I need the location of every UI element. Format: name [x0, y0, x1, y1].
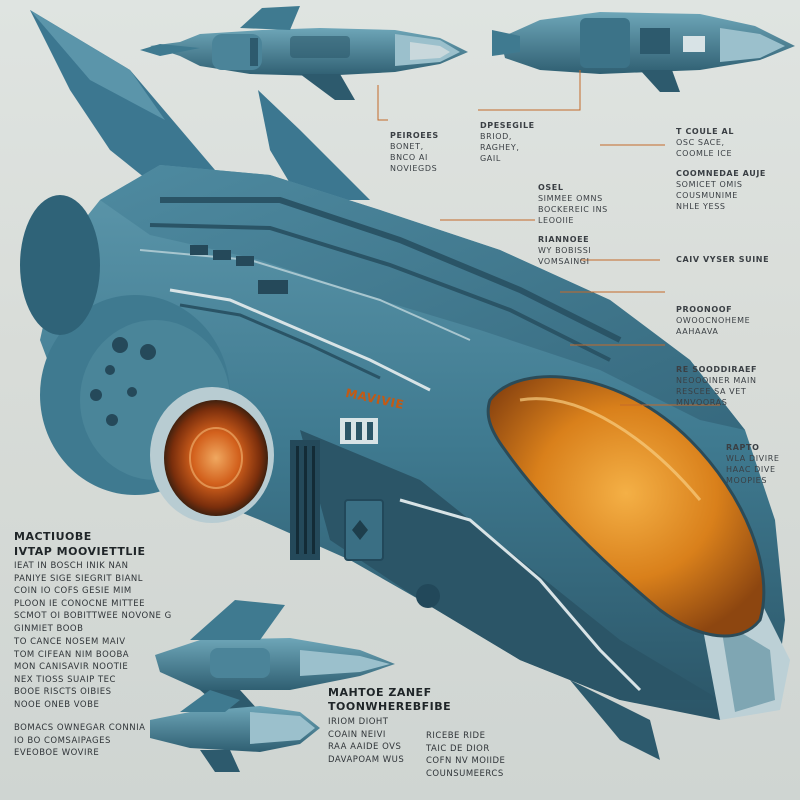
annotation-line: MOOPIES	[726, 476, 768, 485]
body-line: COUNSUMEERCS	[426, 768, 504, 779]
annotation-line: HAAC DIVE	[726, 465, 776, 474]
annotation-line: COOMLE ICE	[676, 149, 733, 158]
body-line: TAIC DE DIOR	[426, 743, 490, 754]
annotation-line: OWOOCNOHEME	[676, 316, 751, 325]
annotation-title: RAPTO	[726, 443, 760, 452]
body-line: EVEOBOE WOVIRE	[14, 748, 100, 758]
body-line: COIN IO COFS GESIE MIM	[14, 586, 132, 596]
annotation-rapto: RAPTO WLA DIVIRE HAAC DIVE MOOPIES	[726, 420, 780, 486]
annotation-line: NEOOOINER MAIN	[676, 376, 757, 385]
annotation-t-coule-al: T COULE AL OSC SACE, COOMLE ICE	[676, 104, 734, 159]
annotation-line: SIMMEE OMNS	[538, 194, 603, 203]
body-line: DAVAPOAM WUS	[328, 754, 405, 765]
annotation-line: MNVOORAS	[676, 398, 728, 407]
annotation-line: NOVIEGDS	[390, 164, 438, 173]
body-line: SCMOT OI BOBITTWEE NOVONE G	[14, 611, 172, 621]
body-line: NOOE ONEB VOBE	[14, 699, 100, 710]
annotation-title: RIANNOEE	[538, 235, 590, 244]
annotation-line: COUSMUNIME	[676, 191, 738, 200]
annotation-title: CAIV VYSER SUINE	[676, 255, 770, 264]
bottom-text-block-2: RICEBE RIDE TAIC DE DIOR COFN NV MOIIDE …	[426, 730, 505, 780]
annotation-title: T COULE AL	[676, 127, 735, 136]
annotation-line: LEOOIIE	[538, 216, 575, 225]
annotation-title: OSEL	[538, 183, 564, 192]
annotation-line: AAHAAVA	[676, 327, 719, 336]
annotation-line: SOMICET OMIS	[676, 180, 743, 189]
annotation-peiroees: PEIROEES BONET, BNCO AI NOVIEGDS	[390, 108, 439, 174]
annotation-line: NHLE YESS	[676, 202, 726, 211]
body-line: BOOE RISCTS OIBIES	[14, 687, 112, 697]
annotation-line: GAIL	[480, 154, 501, 163]
main-ship	[20, 10, 790, 760]
annotation-title: PROONOOF	[676, 305, 733, 314]
annotation-line: BRIOD,	[480, 132, 513, 141]
body-line: COAIN NEIVI	[328, 729, 386, 740]
annotation-line: VOMSAINGI	[538, 257, 590, 266]
body-line: TOM CIFEAN NIM BOOBA	[14, 649, 130, 660]
annotation-caiv-vyser: CAIV VYSER SUINE	[676, 232, 769, 276]
bottom-title-1: MAHTOE ZANEF	[328, 686, 432, 699]
body-line: RAA AAIDE OVS	[328, 742, 402, 752]
body-line: PANIYE SIGE SIEGRIT BIANL	[14, 573, 144, 584]
side-title-2: IVTAP MOOVIETTLIE	[14, 545, 146, 558]
body-line: IEAT IN BOSCH INIK NAN	[14, 561, 129, 571]
annotation-title: DPESEGILE	[480, 121, 535, 130]
annotation-line: RAGHEY,	[480, 143, 520, 152]
annotation-line: BONET,	[390, 142, 424, 151]
annotation-line: WLA DIVIRE	[726, 454, 780, 463]
annotation-proonoof: PROONOOF OWOOCNOHEME AAHAAVA	[676, 282, 750, 337]
body-line: BOMACS OWNEGAR CONNIA	[14, 723, 146, 733]
annotation-osel: OSEL SIMMEE OMNS BOCKEREIC INS LEOOIIE	[538, 160, 608, 226]
annotation-line: WY BOBISSI	[538, 246, 592, 255]
body-line: COFN NV MOIIDE	[426, 756, 506, 766]
body-line: GINMIET BOOB	[14, 623, 84, 634]
annotation-line: OSC SACE,	[676, 138, 725, 147]
annotation-line: BOCKEREIC INS	[538, 205, 608, 214]
side-title-1: MACTIUOBE	[14, 530, 92, 543]
side-text-block-1: IEAT IN BOSCH INIK NAN PANIYE SIGE SIEGR…	[14, 560, 172, 635]
body-line: RICEBE RIDE	[426, 731, 486, 741]
small-ship-top-right	[492, 12, 795, 92]
annotation-title: PEIROEES	[390, 131, 439, 140]
body-line: TO CANCE NOSEM MAIV	[14, 637, 126, 647]
leader-lines	[377, 70, 720, 406]
side-text-block-2: TO CANCE NOSEM MAIV TOM CIFEAN NIM BOOBA…	[14, 636, 129, 711]
annotation-title: RE SOODDIRAEF	[676, 365, 758, 374]
annotation-title: COOMNEDAE AUJE	[676, 169, 766, 178]
body-line: NEX TIOSS SUAIP TEC	[14, 674, 116, 685]
annotation-line: RESCEE SA VET	[676, 387, 747, 396]
annotation-dpesegile: DPESEGILE BRIOD, RAGHEY, GAIL	[480, 98, 535, 164]
annotation-riannoee: RIANNOEE WY BOBISSI VOMSAINGI	[538, 212, 591, 267]
bottom-text-block-1: IRIOM DIOHT COAIN NEIVI RAA AAIDE OVS DA…	[328, 716, 404, 766]
small-ship-bottom-2	[150, 690, 320, 772]
annotation-line: BNCO AI	[390, 153, 428, 162]
side-text-block-3: BOMACS OWNEGAR CONNIA IO BO COMSAIPAGES …	[14, 722, 145, 760]
annotation-re-soodd: RE SOODDIRAEF NEOOOINER MAIN RESCEE SA VE…	[676, 342, 757, 408]
bottom-title-2: TOONWHEREBFIBE	[328, 700, 452, 713]
small-ship-top-left	[140, 6, 468, 100]
body-line: IO BO COMSAIPAGES	[14, 735, 111, 746]
annotation-coomnedae: COOMNEDAE AUJE SOMICET OMIS COUSMUNIME NH…	[676, 146, 766, 212]
body-line: PLOON IE CONOCNE MITTEE	[14, 598, 145, 609]
body-line: IRIOM DIOHT	[328, 717, 389, 727]
body-line: MON CANISAVIR NOOTIE	[14, 662, 129, 672]
